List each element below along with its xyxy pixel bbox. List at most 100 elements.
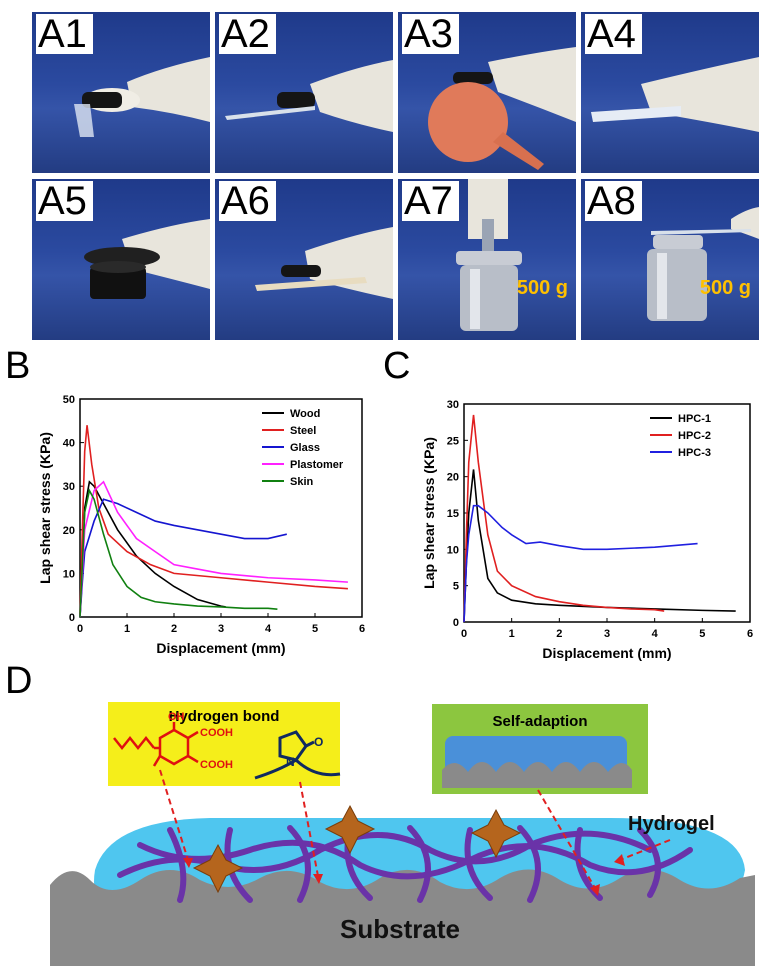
y-tick-label: 20 <box>447 472 459 484</box>
x-axis-label: Displacement (mm) <box>156 640 285 656</box>
x-tick-label: 2 <box>171 623 177 635</box>
arrow-heads <box>183 854 625 896</box>
photo-a5-illustration <box>84 219 210 299</box>
photo-label: A5 <box>36 181 93 221</box>
y-tick-label: 25 <box>447 435 459 447</box>
series-line-hpc-1 <box>463 469 736 623</box>
polymer-network <box>117 825 693 903</box>
plot-frame <box>79 398 363 618</box>
substrate-label: Substrate <box>340 914 460 944</box>
cooh-label-2: COOH <box>200 759 233 771</box>
photo-a2-illustration <box>225 60 393 132</box>
x-tick-label: 2 <box>556 628 562 640</box>
photo-a5: A5 <box>32 179 210 340</box>
cooh-label-1: COOH <box>200 727 233 739</box>
panel-letter-d: D <box>5 660 33 702</box>
photo-a6-illustration <box>255 227 393 299</box>
x-axis-label: Displacement (mm) <box>542 645 671 661</box>
pvp-molecule <box>254 730 341 780</box>
photo-label: A1 <box>36 14 93 54</box>
photo-label: A8 <box>585 181 642 221</box>
hydrogen-bond-box <box>108 702 340 786</box>
crosslink-stars <box>192 804 522 894</box>
star-icon <box>324 804 376 855</box>
y-axis-label: Lap shear stress (KPa) <box>37 432 53 584</box>
photo-a7-illustration <box>456 179 522 331</box>
y-tick-label: 20 <box>63 525 75 537</box>
panel-letter-b: B <box>5 345 31 387</box>
legend-label: Wood <box>290 408 320 420</box>
series-line-wood <box>79 480 226 618</box>
photo-label: A7 <box>402 181 459 221</box>
series-line-skin <box>79 488 278 618</box>
photo-a8-illustration <box>647 207 759 321</box>
oh-label: OH <box>168 711 185 723</box>
photo-a3-illustration <box>428 47 576 170</box>
y-tick-label: 10 <box>447 544 459 556</box>
dashed-arrows <box>159 769 671 889</box>
y-tick-label: 0 <box>69 612 75 624</box>
star-icon <box>192 843 244 894</box>
n-label: N <box>286 755 295 769</box>
x-tick-label: 6 <box>747 628 753 640</box>
y-tick-label: 50 <box>63 394 75 406</box>
x-tick-label: 1 <box>509 628 515 640</box>
photo-grid: A1 A2 A3 A4 A5 <box>32 12 760 342</box>
photo-a2: A2 <box>215 12 393 173</box>
self-adaption-title: Self-adaption <box>492 713 587 730</box>
mechanism-diagram: Hydrogen bond OH COOH COOH N O Self-adap… <box>50 702 755 966</box>
catechol-molecule <box>113 722 199 767</box>
photo-a1: A1 <box>32 12 210 173</box>
legend-label: HPC-3 <box>678 447 711 459</box>
x-tick-label: 1 <box>124 623 130 635</box>
photo-label: A6 <box>219 181 276 221</box>
substrate <box>50 869 755 966</box>
x-tick-label: 4 <box>265 623 272 635</box>
x-tick-label: 5 <box>699 628 705 640</box>
x-tick-label: 3 <box>604 628 610 640</box>
series-line-hpc-3 <box>463 504 698 623</box>
photo-label: A2 <box>219 14 276 54</box>
legend-label: HPC-1 <box>678 413 711 425</box>
photo-a3: A3 <box>398 12 576 173</box>
y-tick-label: 15 <box>447 508 459 520</box>
photo-a4: A4 <box>581 12 759 173</box>
y-tick-label: 5 <box>453 581 459 593</box>
legend-label: Steel <box>290 425 316 437</box>
hydrogel-label: Hydrogel <box>628 813 715 835</box>
x-tick-label: 5 <box>312 623 318 635</box>
legend-label: HPC-2 <box>678 430 711 442</box>
y-tick-label: 0 <box>453 617 459 629</box>
photo-a8: A8 500 g <box>581 179 759 340</box>
weight-label: 500 g <box>699 277 751 299</box>
photo-label: A4 <box>585 14 642 54</box>
x-tick-label: 6 <box>359 623 365 635</box>
y-tick-label: 10 <box>63 568 75 580</box>
photo-label: A3 <box>402 14 459 54</box>
x-tick-label: 3 <box>218 623 224 635</box>
x-tick-label: 4 <box>652 628 659 640</box>
photo-a6: A6 <box>215 179 393 340</box>
y-axis-label: Lap shear stress (KPa) <box>421 437 437 589</box>
series-line-steel <box>79 425 348 618</box>
series-line-glass <box>79 498 287 618</box>
legend-label: Glass <box>290 442 320 454</box>
x-tick-label: 0 <box>77 623 83 635</box>
panel-letter-c: C <box>383 345 411 387</box>
star-icon <box>470 808 522 859</box>
photo-a4-illustration <box>591 57 759 132</box>
series-line-hpc-2 <box>463 414 665 623</box>
photo-a1-illustration <box>74 57 210 137</box>
hydrogen-bond-title: Hydrogen bond <box>169 708 280 725</box>
weight-label: 500 g <box>516 277 568 299</box>
y-tick-label: 40 <box>63 438 75 450</box>
y-tick-label: 30 <box>447 399 459 411</box>
x-tick-label: 0 <box>461 628 467 640</box>
y-tick-label: 30 <box>63 481 75 493</box>
o-label: O <box>314 735 323 749</box>
legend-label: Plastomer <box>290 459 344 471</box>
legend-label: Skin <box>290 476 314 488</box>
photo-a7: A7 500 g <box>398 179 576 340</box>
